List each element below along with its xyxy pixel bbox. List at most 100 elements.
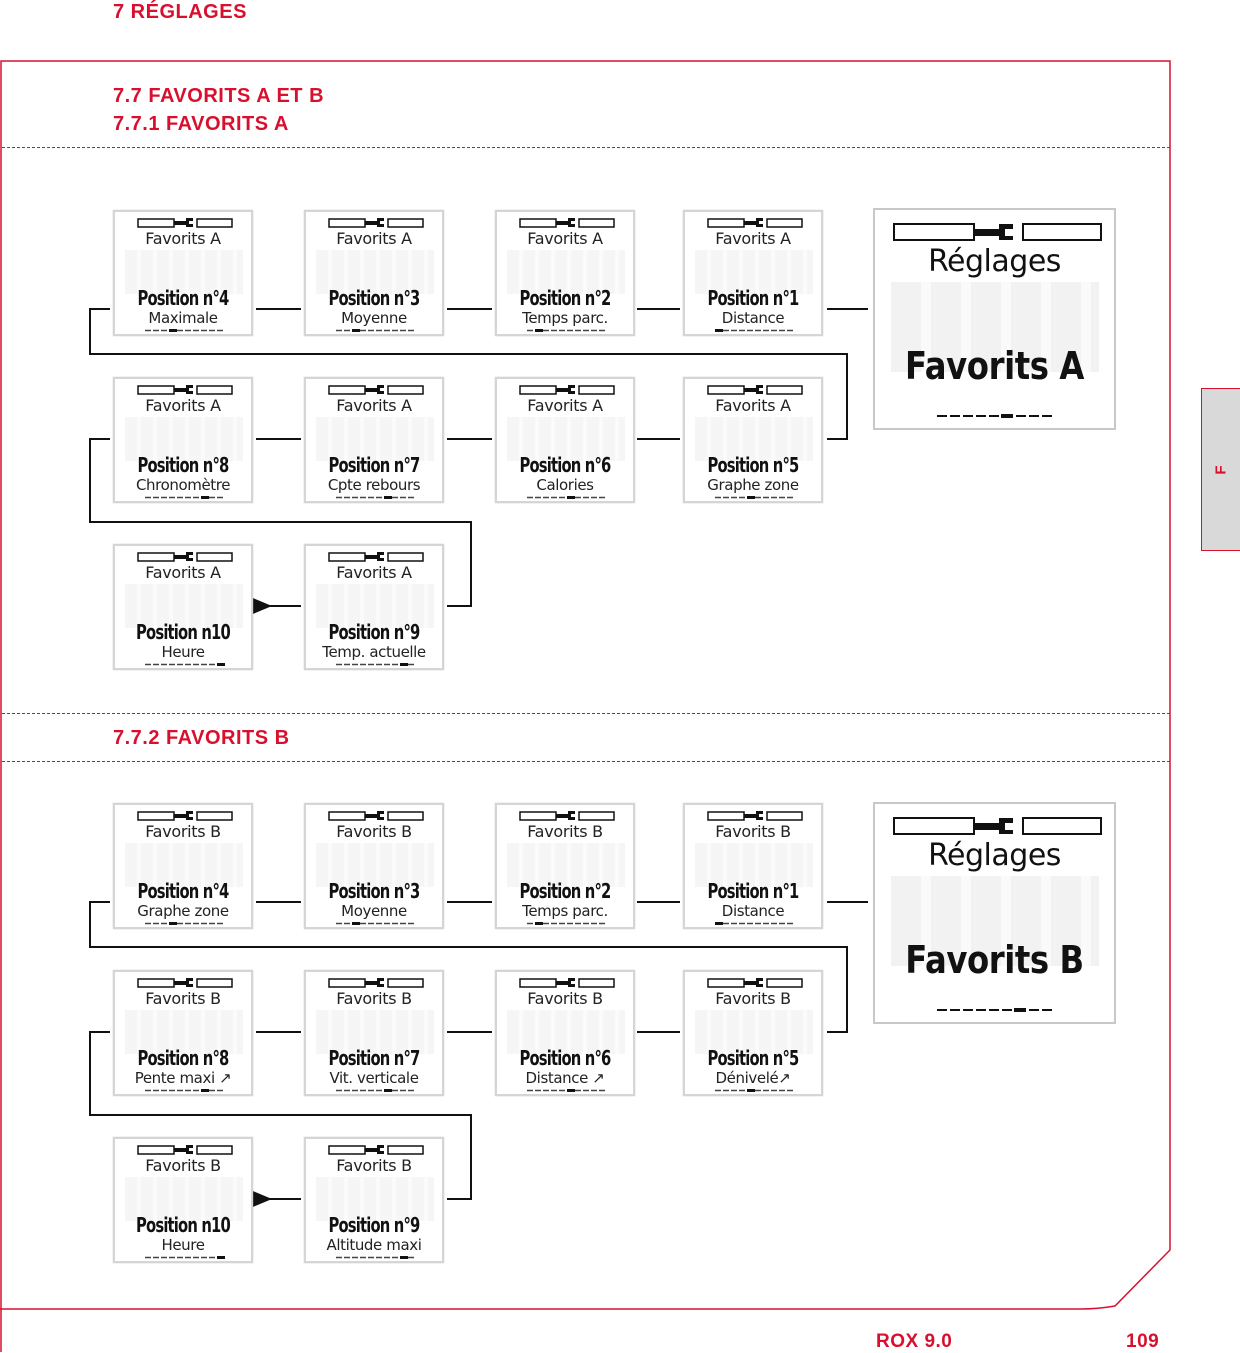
lcd-main-favorits-b: Réglages Favorits B <box>873 802 1116 1024</box>
position-indicator <box>336 922 416 925</box>
lcd-value: Vit. verticale <box>329 1069 419 1087</box>
lcd-position: Position n°3 <box>328 879 421 903</box>
position-indicator <box>715 1089 795 1092</box>
lcd-value: Temps parc. <box>522 309 608 327</box>
section-title: 7.7 FAVORITS A ET B <box>113 85 325 107</box>
position-indicator <box>527 496 607 499</box>
lcd-header: Réglages <box>928 838 1061 873</box>
settings-wrench-icon <box>707 218 803 228</box>
settings-wrench-icon <box>137 218 233 228</box>
lcd-header: Favorits B <box>336 989 412 1008</box>
menu-position-indicator <box>937 414 1052 418</box>
lcd-favorits-a-position-4: Favorits A Position n°4 Maximale <box>113 210 253 336</box>
lcd-value: Temps parc. <box>522 902 608 920</box>
lcd-favorits-b-position-7: Favorits B Position n°7 Vit. verticale <box>304 970 444 1096</box>
lcd-favorits-b-position-4: Favorits B Position n°4 Graphe zone <box>113 803 253 929</box>
settings-wrench-icon <box>328 218 424 228</box>
lcd-header: Favorits A <box>715 229 791 248</box>
settings-wrench-icon <box>328 978 424 988</box>
position-indicator <box>145 663 225 666</box>
subsection-title-a: 7.7.1 FAVORITS A <box>113 113 289 135</box>
lcd-favorits-b-position-9: Favorits B Position n°9 Altitude maxi <box>304 1137 444 1263</box>
lcd-value: Calories <box>536 476 594 494</box>
lcd-header: Favorits B <box>527 822 603 841</box>
lcd-position: Position n10 <box>136 1213 231 1237</box>
lcd-position: Position n°8 <box>137 1046 230 1070</box>
lcd-header: Favorits A <box>145 563 221 582</box>
lcd-value: Chronomètre <box>135 476 231 494</box>
position-indicator <box>145 1089 225 1092</box>
position-indicator <box>715 922 795 925</box>
lcd-position: Position n°9 <box>328 1213 421 1237</box>
lcd-value: Heure <box>161 1236 205 1254</box>
lcd-title: Favorits A <box>905 344 1084 388</box>
lcd-value: Altitude maxi <box>326 1236 422 1254</box>
settings-wrench-icon <box>893 817 1102 835</box>
lcd-value: Dénivelé↗ <box>715 1069 791 1087</box>
lcd-header: Favorits B <box>527 989 603 1008</box>
settings-wrench-icon <box>707 978 803 988</box>
lcd-favorits-a-position-6: Favorits A Position n°6 Calories <box>495 377 635 503</box>
language-tab[interactable]: F <box>1201 388 1240 551</box>
settings-wrench-icon <box>519 218 615 228</box>
position-indicator <box>527 1089 607 1092</box>
lcd-value: Moyenne <box>341 309 407 327</box>
position-indicator <box>336 1089 416 1092</box>
position-indicator <box>336 663 416 666</box>
settings-wrench-icon <box>328 385 424 395</box>
settings-wrench-icon <box>137 811 233 821</box>
lcd-favorits-b-position-5: Favorits B Position n°5 Dénivelé↗ <box>683 970 823 1096</box>
lcd-favorits-b-position-10: Favorits B Position n10 Heure <box>113 1137 253 1263</box>
lcd-favorits-b-position-6: Favorits B Position n°6 Distance ↗ <box>495 970 635 1096</box>
position-indicator <box>336 329 416 332</box>
settings-wrench-icon <box>328 811 424 821</box>
settings-wrench-icon <box>519 385 615 395</box>
lcd-favorits-a-position-2: Favorits A Position n°2 Temps parc. <box>495 210 635 336</box>
lcd-value: Heure <box>161 643 205 661</box>
lcd-header: Favorits B <box>715 989 791 1008</box>
position-indicator <box>715 329 795 332</box>
lcd-position: Position n°6 <box>519 1046 612 1070</box>
settings-wrench-icon <box>893 223 1102 241</box>
lcd-favorits-a-position-9: Favorits A Position n°9 Temp. actuelle <box>304 544 444 670</box>
chapter-title: 7 RÉGLAGES <box>113 1 247 23</box>
lcd-header: Favorits B <box>715 822 791 841</box>
lcd-favorits-a-position-3: Favorits A Position n°3 Moyenne <box>304 210 444 336</box>
lcd-favorits-a-position-10: Favorits A Position n10 Heure <box>113 544 253 670</box>
lcd-value: Distance <box>721 309 785 327</box>
settings-wrench-icon <box>328 1145 424 1155</box>
settings-wrench-icon <box>137 552 233 562</box>
lcd-header: Favorits A <box>145 229 221 248</box>
settings-wrench-icon <box>519 811 615 821</box>
lcd-favorits-b-position-2: Favorits B Position n°2 Temps parc. <box>495 803 635 929</box>
lcd-position: Position n°4 <box>137 286 230 310</box>
lcd-position: Position n°5 <box>707 1046 800 1070</box>
lcd-favorits-a-position-1: Favorits A Position n°1 Distance <box>683 210 823 336</box>
lcd-position: Position n°9 <box>328 620 421 644</box>
lcd-value: Maximale <box>148 309 218 327</box>
position-indicator <box>336 496 416 499</box>
lcd-position: Position n°1 <box>707 879 800 903</box>
position-indicator <box>145 329 225 332</box>
lcd-header: Réglages <box>928 244 1061 279</box>
lcd-header: Favorits A <box>336 563 412 582</box>
lcd-title: Favorits B <box>905 938 1084 982</box>
settings-wrench-icon <box>137 978 233 988</box>
lcd-header: Favorits A <box>145 396 221 415</box>
lcd-value: Graphe zone <box>707 476 799 494</box>
settings-wrench-icon <box>137 1145 233 1155</box>
lcd-value: Distance ↗ <box>525 1069 605 1087</box>
lcd-header: Favorits A <box>336 229 412 248</box>
position-indicator <box>145 1256 225 1259</box>
lcd-value: Graphe zone <box>137 902 229 920</box>
settings-wrench-icon <box>707 811 803 821</box>
menu-position-indicator <box>937 1008 1052 1012</box>
position-indicator <box>715 496 795 499</box>
lcd-position: Position n°2 <box>519 286 612 310</box>
lcd-favorits-b-position-3: Favorits B Position n°3 Moyenne <box>304 803 444 929</box>
lcd-value: Distance <box>721 902 785 920</box>
lcd-position: Position n°5 <box>707 453 800 477</box>
lcd-favorits-a-position-5: Favorits A Position n°5 Graphe zone <box>683 377 823 503</box>
lcd-header: Favorits A <box>527 396 603 415</box>
